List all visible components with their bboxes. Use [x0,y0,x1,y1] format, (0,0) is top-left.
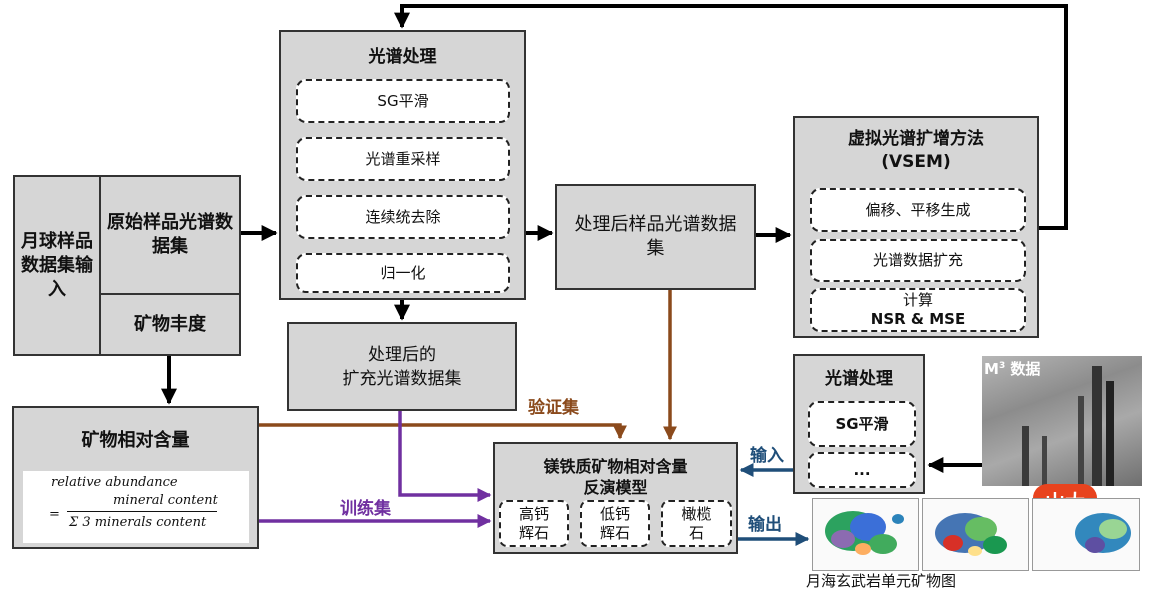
fraction-bar [67,511,217,512]
m3-step-sg-smoothing: SG平滑 [808,401,916,447]
map-blobs [825,511,904,555]
processed-sample-spectra: 处理后样品光谱数据集 [555,184,756,290]
vsem-step-offset-shift: 偏移、平移生成 [810,188,1026,232]
inversion-title-line2: 反演模型 [583,478,648,497]
raw-sample-spectra-dataset: 原始样品光谱数据集 [101,177,239,295]
m3-stripe [1106,381,1114,486]
m3-processing-title: 光谱处理 [825,369,893,389]
m3-stripe [1078,396,1084,486]
mineral-abundance: 矿物丰度 [134,313,206,335]
m3-stripe [1092,366,1102,486]
step-sg-smoothing: SG平滑 [296,79,510,123]
inversion-title-line1: 镁铁质矿物相对含量 [543,457,688,476]
mineral-low-ca-pyroxene: 低钙 辉石 [580,500,650,547]
arrow-validation [259,423,627,440]
mineral-maps-caption: 月海玄武岩单元矿物图 [806,572,957,590]
relative-content-title: 矿物相对含量 [81,430,190,451]
label-input: 输入 [750,446,784,466]
arrow-augmented-to-model [398,411,492,502]
vsem-title-line1: 虚拟光谱扩增方法 [848,129,984,149]
m3-stripe [1042,436,1047,486]
m3-image: M3 数据 [982,356,1142,486]
m3-label: M3 数据 [984,360,1041,378]
augmented-spectra-dataset: 处理后的 扩充光谱数据集 [287,322,517,411]
vsem-step-compute-nsr-mse: 计算 NSR & MSE [810,288,1026,332]
mineral-high-ca-pyroxene: 高钙 辉石 [499,500,569,547]
label-training-set: 训练集 [340,499,391,519]
lunar-input-group [13,175,241,356]
spectral-processing-title: 光谱处理 [368,47,437,67]
mineral-map-3 [1032,498,1140,571]
label-validation-set: 验证集 [528,398,579,418]
label-output: 输出 [748,515,782,535]
mineral-map-1 [812,498,919,571]
vsem-title-line2: (VSEM) [881,152,951,172]
mineral-map-2 [922,498,1029,571]
step-normalization: 归一化 [296,253,510,293]
lunar-sample-dataset-input: 月球样品数据集输入 [15,177,101,354]
arrow-vsem-feedback [394,4,1068,230]
relative-abundance-formula: relative abundance mineral content = Σ 3… [23,471,249,543]
m3-stripe [1022,426,1029,486]
map-blobs [1075,513,1131,553]
map-blobs [935,513,1007,556]
m3-step-more: ... [808,452,916,488]
step-resampling: 光谱重采样 [296,137,510,181]
vsem-step-augmentation: 光谱数据扩充 [810,239,1026,282]
step-continuum-removal: 连续统去除 [296,195,510,239]
mineral-olivine: 橄榄 石 [661,500,732,547]
